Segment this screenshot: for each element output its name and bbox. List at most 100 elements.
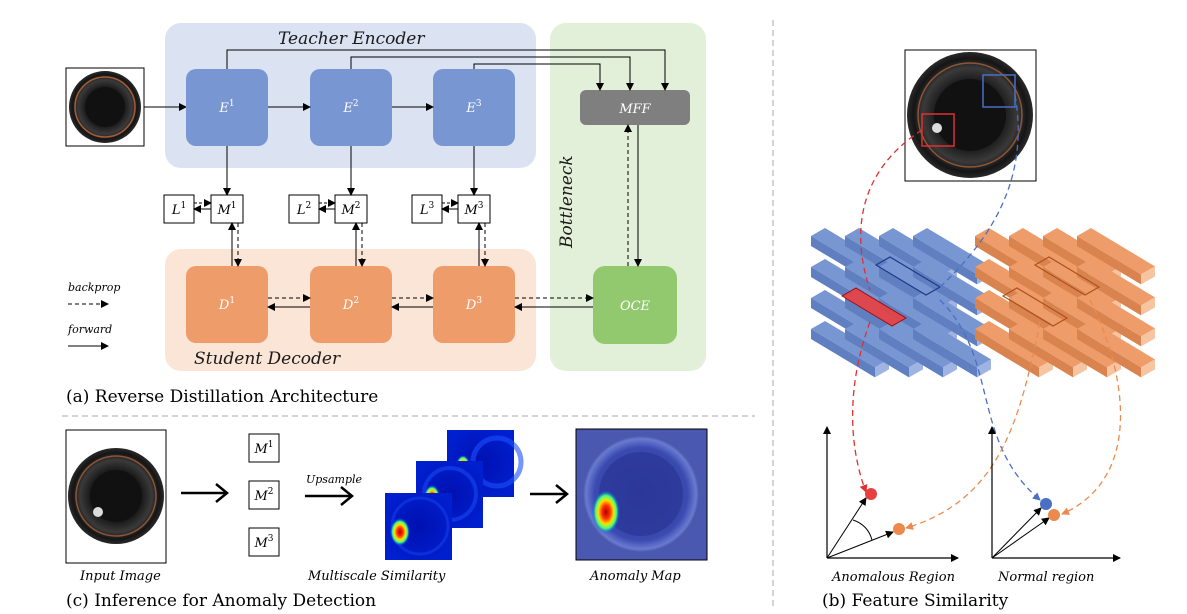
encoder-e1-base: E bbox=[218, 101, 229, 116]
l3-sup: 3 bbox=[428, 201, 434, 211]
encoder-e3: E3 bbox=[433, 69, 515, 146]
teacher-feature-bar-side bbox=[913, 267, 977, 316]
svg-text:L2: L2 bbox=[296, 201, 311, 218]
student-feature-bar-side bbox=[1077, 236, 1141, 285]
input-thumbnail-image bbox=[69, 71, 141, 143]
e3-to-mff bbox=[473, 63, 604, 91]
student-feature-bar-end bbox=[1107, 359, 1121, 378]
caption-c: (c) Inference for Anomaly Detection bbox=[66, 591, 376, 611]
svg-text:M3: M3 bbox=[463, 201, 483, 218]
student-feature-bar-end bbox=[1141, 297, 1155, 316]
inference-m2-base: M bbox=[253, 489, 268, 504]
teacher-feature-bar-end bbox=[977, 359, 991, 378]
bottleneck-label: Bottleneck bbox=[557, 155, 577, 249]
decoder-d3-sup: 3 bbox=[476, 296, 482, 306]
mff-label: MFF bbox=[618, 102, 651, 117]
similarity-heatmap-1 bbox=[385, 493, 452, 560]
anomalous-point-orange bbox=[893, 523, 905, 535]
svg-text:M1: M1 bbox=[253, 440, 273, 457]
upsample-label: Upsample bbox=[306, 473, 363, 486]
inference-m1-base: M bbox=[253, 442, 268, 457]
anomaly-map-label: Anomaly Map bbox=[589, 569, 681, 584]
decoder-d2: D2 bbox=[310, 266, 392, 343]
normal-point-orange bbox=[1048, 509, 1060, 521]
teacher-feature-bar-end bbox=[875, 359, 889, 378]
m1-sup: 1 bbox=[231, 201, 237, 211]
student-feature-bar-top bbox=[975, 290, 1053, 337]
input-image-label: Input Image bbox=[79, 569, 161, 584]
inference-m3-sup: 3 bbox=[268, 534, 274, 544]
student-feature-bar-side bbox=[1077, 298, 1141, 347]
student-feature-bar-top bbox=[1077, 321, 1155, 368]
decoder-d2-base: D bbox=[342, 298, 354, 313]
student-feature-bar-end bbox=[1073, 359, 1087, 378]
inference-arrow-2 bbox=[530, 484, 569, 504]
anomalous-to-point bbox=[851, 321, 871, 493]
student-feature-bar-top bbox=[1043, 259, 1121, 306]
svg-text:D2: D2 bbox=[342, 296, 359, 313]
anomalous-connector bbox=[860, 129, 923, 291]
encoder-e3-base: E bbox=[465, 101, 476, 116]
inference-m1-box: M1 bbox=[248, 433, 280, 463]
student-feature-bar-top bbox=[975, 259, 1053, 306]
inference-m2-box: M2 bbox=[248, 480, 280, 510]
teacher-feature-bar-side bbox=[913, 298, 977, 347]
inference-arrow-1 bbox=[181, 483, 229, 503]
inference-m2-sup: 2 bbox=[268, 487, 274, 497]
teacher-feature-bar-end bbox=[943, 359, 957, 378]
decoder-d1-base: D bbox=[218, 298, 230, 313]
teacher-feature-tensor bbox=[811, 228, 991, 378]
l1-sup: 1 bbox=[180, 201, 186, 211]
inference-m1-sup: 1 bbox=[268, 440, 274, 450]
anomalous-region-label: Anomalous Region bbox=[831, 570, 955, 585]
student-feature-bar-end bbox=[1039, 359, 1053, 378]
l2-base: L bbox=[296, 203, 306, 218]
teacher-feature-bar-top bbox=[879, 228, 957, 275]
e1-to-mff bbox=[226, 49, 669, 91]
teacher-feature-bar-side bbox=[845, 329, 909, 378]
student-decoder-label: Student Decoder bbox=[194, 349, 341, 369]
svg-text:L3: L3 bbox=[419, 201, 435, 218]
svg-text:D1: D1 bbox=[218, 296, 235, 313]
encoder-e2-sup: 2 bbox=[353, 99, 359, 109]
m2-box: M2 bbox=[334, 194, 368, 224]
student-feature-bar-top bbox=[1009, 228, 1087, 275]
multiscale-similarity-label: Multiscale Similarity bbox=[307, 569, 446, 584]
svg-text:E1: E1 bbox=[218, 99, 234, 116]
encoder-e1-sup: 1 bbox=[229, 99, 235, 109]
feature-source-image bbox=[907, 52, 1033, 178]
inference-m3-base: M bbox=[253, 536, 268, 551]
normal-orange-to-point bbox=[1061, 299, 1122, 515]
m1-base: M bbox=[216, 203, 231, 218]
encoder-e2-base: E bbox=[342, 101, 353, 116]
teacher-feature-bar-end bbox=[909, 359, 923, 378]
l1-base: L bbox=[171, 203, 181, 218]
legend-forward-label: forward bbox=[67, 323, 112, 336]
e2-to-mff bbox=[350, 56, 634, 91]
l2-sup: 2 bbox=[305, 201, 311, 211]
m1-box: M1 bbox=[210, 194, 244, 224]
teacher-feature-bar-side bbox=[913, 236, 977, 285]
oce-block: OCE bbox=[593, 266, 677, 344]
decoder-d3-base: D bbox=[465, 298, 477, 313]
oce-label: OCE bbox=[620, 299, 651, 314]
svg-text:L1: L1 bbox=[171, 201, 186, 218]
l3-base: L bbox=[419, 203, 429, 218]
m2-sup: 2 bbox=[355, 201, 361, 211]
normal-region-label: Normal region bbox=[997, 570, 1094, 585]
anomaly-map-image bbox=[575, 428, 708, 561]
student-feature-bar-side bbox=[975, 329, 1039, 378]
student-feature-bar-top bbox=[1043, 290, 1121, 337]
student-feature-tensor bbox=[975, 228, 1155, 378]
normal-point-blue bbox=[1040, 498, 1052, 510]
normal-feature-vector-orange bbox=[1033, 256, 1101, 296]
student-feature-bar-top bbox=[1043, 321, 1121, 368]
anomalous-orange-to-point bbox=[905, 321, 1041, 530]
normal-region-box bbox=[982, 74, 1016, 108]
student-feature-bar-side bbox=[1077, 329, 1141, 378]
teacher-feature-bar-top bbox=[845, 228, 923, 275]
encoder-e1: E1 bbox=[186, 69, 268, 146]
student-feature-bar-top bbox=[1009, 321, 1087, 368]
student-feature-bar-end bbox=[1141, 266, 1155, 285]
normal-vector-plot bbox=[988, 426, 1121, 562]
